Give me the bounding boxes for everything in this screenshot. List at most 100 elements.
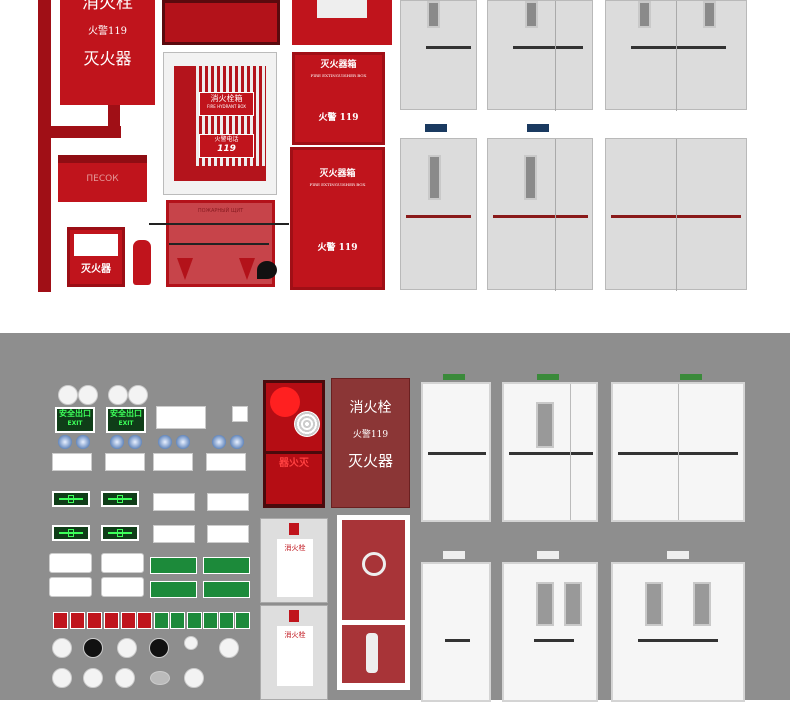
wall-switch <box>232 406 248 422</box>
running-man-icon <box>68 495 74 503</box>
emergency-panel <box>206 453 246 471</box>
smoke-detector-icon <box>219 638 239 658</box>
safety-sign-icon <box>235 612 250 629</box>
door-closer <box>443 551 465 559</box>
hydrant-cabinet-dark: 灭火器 <box>263 380 325 508</box>
arrow-icon <box>108 498 132 500</box>
small-extinguisher-box: 灭火器 <box>67 227 125 287</box>
smoke-detector-icon <box>149 638 169 658</box>
evacuation-sign <box>150 557 197 574</box>
emergency-panel <box>105 453 145 471</box>
lamp-icon <box>128 385 148 405</box>
box-alarm: 火警 119 <box>318 113 359 123</box>
emergency-panel <box>52 453 92 471</box>
fire-shield-label: ПОЖАРНЫЙ ЩИТ <box>197 208 244 214</box>
safety-sign-icon <box>154 612 169 629</box>
door-single-bottom-2 <box>421 562 491 702</box>
cabinet-title: 消火栓 <box>349 400 392 416</box>
cabinet-title: 消火栓 <box>82 0 133 13</box>
arrow-icon <box>59 498 83 500</box>
exit-sign-small <box>680 374 702 380</box>
exit-arrow-sign <box>52 525 90 541</box>
door-double-bottom-3 <box>611 562 745 702</box>
box-title-en: FIRE EXTINGUISHER BOX <box>310 73 367 78</box>
alarm-box <box>292 0 392 45</box>
lamp-icon <box>158 435 172 449</box>
door-double-bottom-2 <box>502 562 598 702</box>
box-title: 灭火器箱 <box>319 169 356 179</box>
lamp-icon <box>58 435 72 449</box>
cabinet-label: 消火栓 <box>284 544 306 552</box>
pipe-horizontal <box>45 126 121 138</box>
exit-arrow-sign <box>101 525 139 541</box>
smoke-detector-icon <box>150 671 170 685</box>
hydrant-sign-text: 消火栓箱 <box>210 94 243 103</box>
lamp-icon <box>176 435 190 449</box>
door-single-top-1 <box>400 0 477 110</box>
fire-sign-icon <box>121 612 136 629</box>
box-title: 灭火器箱 <box>320 60 357 70</box>
safety-sign-icon <box>170 612 185 629</box>
smoke-detector-icon <box>83 668 103 688</box>
cabinet-label: 灭火器 <box>83 49 132 68</box>
sprinkler-icon <box>184 636 198 650</box>
safety-sign-icon <box>187 612 202 629</box>
exit-sign-small <box>537 374 559 380</box>
grey-hydrant-cabinet: 消火栓 <box>260 518 328 603</box>
extinguisher-box-lower: 灭火器箱 FIRE EXTINGUISHER BOX 火警 119 <box>290 147 385 290</box>
blank-panel <box>49 577 92 597</box>
cabinet-label: 灭火器 <box>347 452 393 470</box>
smoke-detector-icon <box>115 668 135 688</box>
extinguisher-cabinet-dark <box>162 0 280 45</box>
fire-sign-icon <box>104 612 119 629</box>
exit-sign-cn: 安全出口 <box>59 409 91 418</box>
exit-sign-en: EXIT <box>118 420 134 427</box>
evacuation-sign <box>203 557 250 574</box>
safety-sign-icon <box>219 612 234 629</box>
exit-sign: 安全出口 EXIT <box>106 407 146 433</box>
lamp-icon <box>78 385 98 405</box>
blank-panel <box>101 553 144 573</box>
exit-sign-small <box>425 124 447 132</box>
top-section: 消火栓 火警119 灭火器 消火栓箱 FIRE HYDRANT BOX 火警电话… <box>0 0 790 333</box>
blank-panel <box>49 553 92 573</box>
lamp-icon <box>128 435 142 449</box>
door-closer <box>537 551 559 559</box>
brown-hydrant-cabinet: 消火栓 火警119 灭火器 <box>331 378 410 508</box>
running-man-icon <box>117 495 123 503</box>
door-single-top-2 <box>400 138 477 290</box>
phone-sign-text: 火警电话 <box>214 136 239 143</box>
fire-sign-icon <box>137 612 152 629</box>
hose-reel-cabinet <box>337 515 410 690</box>
exit-arrow-sign <box>101 491 139 507</box>
door-closer <box>667 551 689 559</box>
box-title-en: FIRE EXTINGUISHER BOX <box>309 182 366 187</box>
running-man-icon <box>68 529 74 537</box>
smoke-detector-icon <box>52 668 72 688</box>
exit-sign-cn: 安全出口 <box>110 409 142 418</box>
cabinet-label: 消火栓 <box>284 631 306 639</box>
blank-panel <box>153 525 195 543</box>
lamp-icon <box>230 435 244 449</box>
door-uneven-bottom-1 <box>502 382 598 522</box>
small-box-label: 灭火器 <box>81 264 111 275</box>
sand-box: ПЕСОК <box>58 155 147 202</box>
exit-sign-small <box>443 374 465 380</box>
hydrant-cabinet-label: 灭火器 <box>279 458 309 469</box>
lamp-icon <box>108 385 128 405</box>
pipe-vertical <box>38 0 51 292</box>
fire-sign-icon <box>70 612 85 629</box>
running-man-icon <box>117 529 123 537</box>
blank-panel <box>207 493 249 511</box>
lamp-icon <box>212 435 226 449</box>
door-double-top-1 <box>605 0 747 111</box>
cabinet-alarm: 火警119 <box>352 430 389 440</box>
lamp-icon <box>110 435 124 449</box>
sand-box-label: ПЕСОК <box>86 174 119 184</box>
smoke-detector-icon <box>83 638 103 658</box>
lamp-icon <box>76 435 90 449</box>
cabinet-alarm: 火警119 <box>87 26 128 37</box>
fire-sign-icon <box>87 612 102 629</box>
door-double-bottom-1 <box>611 382 745 522</box>
arrow-icon <box>59 532 83 534</box>
